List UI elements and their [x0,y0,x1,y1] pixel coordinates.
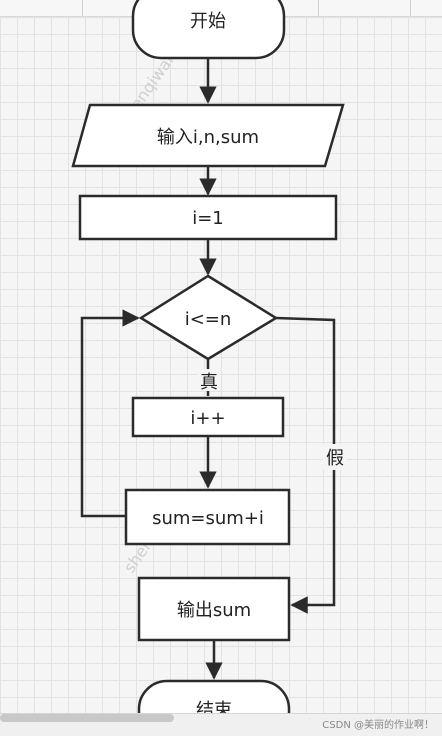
input-label: 输入i,n,sum [157,127,259,148]
condition-label: i<=n [185,309,232,330]
false-label: 假 [326,448,344,469]
init-node[interactable] [78,194,338,241]
init-label: i=1 [192,208,224,229]
horizontal-scrollbar[interactable] [0,714,174,722]
sum-node[interactable] [124,488,291,546]
false-label-bg [323,444,347,470]
output-label: 输出sum [177,600,251,621]
increment-label: i++ [190,408,225,429]
true-label: 真 [200,372,218,393]
start-label: 开始 [190,11,226,32]
increment-node[interactable] [131,396,285,438]
credit-text: CSDN @美丽的作业啊！ [322,720,434,731]
true-label-bg [198,369,220,391]
input-node[interactable] [71,103,345,168]
arrow-loop-back [80,309,140,518]
sum-label: sum=sum+i [152,508,264,529]
